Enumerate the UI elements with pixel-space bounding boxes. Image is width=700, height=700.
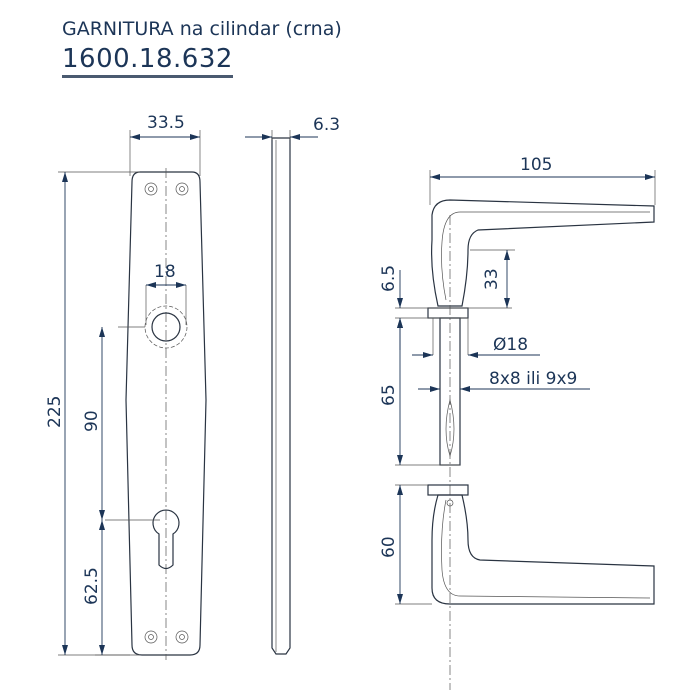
dim-rose-height: 6.5 xyxy=(379,265,399,292)
dim-plate-height: 225 xyxy=(45,396,65,428)
product-title: GARNITURA na cilindar (crna) xyxy=(62,18,342,40)
product-code: 1600.18.632 xyxy=(62,44,233,78)
screw-hole xyxy=(175,182,189,196)
rose xyxy=(144,305,188,349)
dim-spindle-length: 65 xyxy=(379,384,399,406)
dim-lever-height: 33 xyxy=(482,268,502,290)
dim-cylinder-to-bottom: 62.5 xyxy=(82,567,102,605)
cylinder-hole xyxy=(152,509,180,570)
escutcheon-plate-front xyxy=(105,168,207,660)
escutcheon-plate-side xyxy=(271,137,291,655)
spindle xyxy=(427,307,469,466)
screw-hole xyxy=(175,630,189,644)
dim-plate-width: 33.5 xyxy=(147,113,185,133)
lever-handle-bottom xyxy=(427,484,655,605)
dim-spindle-to-cylinder: 90 xyxy=(82,410,102,432)
screw-hole xyxy=(144,182,158,196)
lever-handle-top xyxy=(431,199,655,690)
dim-spindle-square: 8x8 ili 9x9 xyxy=(489,369,577,389)
dim-plate-thickness: 6.3 xyxy=(313,115,340,135)
dim-lever-length: 105 xyxy=(520,155,552,175)
dim-lever-bottom-height: 60 xyxy=(379,536,399,558)
dim-spindle-diameter: Ø18 xyxy=(493,335,528,355)
dim-rose-diameter: 18 xyxy=(154,262,176,282)
screw-hole xyxy=(144,630,158,644)
